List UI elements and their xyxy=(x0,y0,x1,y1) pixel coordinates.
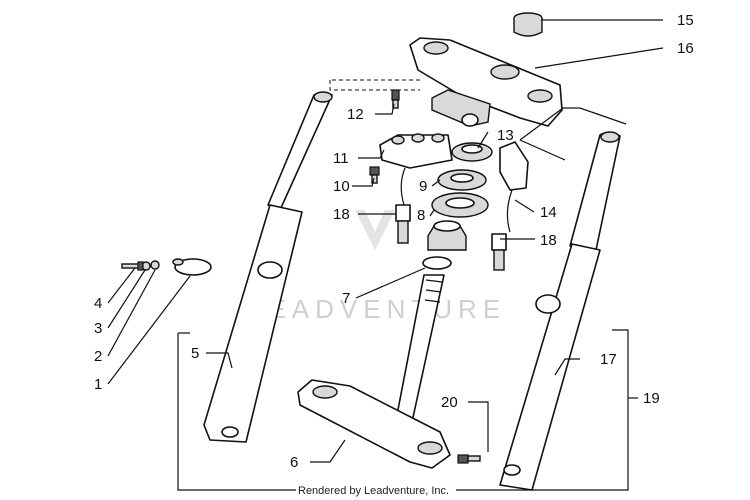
label-1: 1 xyxy=(94,376,102,393)
reference-lines xyxy=(329,79,420,91)
part-8-bearing-ring xyxy=(431,192,489,218)
label-8: 8 xyxy=(417,207,425,224)
label-17: 17 xyxy=(600,351,617,368)
label-19: 19 xyxy=(643,390,660,407)
label-4: 4 xyxy=(94,295,102,312)
part-18-connector-left xyxy=(395,204,411,244)
callout-labels: 15 16 12 13 11 10 9 18 8 14 18 7 4 3 2 1… xyxy=(94,12,694,471)
part-18-connector-right xyxy=(491,233,507,271)
label-12: 12 xyxy=(347,106,364,123)
label-18-left: 18 xyxy=(333,206,350,223)
label-16: 16 xyxy=(677,40,694,57)
part-20-bolt xyxy=(457,454,481,464)
part-11-switch-assembly xyxy=(379,133,453,206)
watermark-text: LEADVENTURE xyxy=(248,294,506,324)
label-18-right: 18 xyxy=(540,232,557,249)
part-13-nut xyxy=(451,142,493,162)
part-9-washer xyxy=(437,169,487,191)
label-3: 3 xyxy=(94,320,102,337)
label-11: 11 xyxy=(333,150,349,167)
part-4-screw xyxy=(121,261,144,271)
label-2: 2 xyxy=(94,348,102,365)
label-13: 13 xyxy=(497,127,514,144)
render-credit: Rendered by Leadventure, Inc. xyxy=(298,485,449,497)
part-14-switch-right xyxy=(499,141,529,233)
watermark: LEADVENTURE xyxy=(248,210,506,324)
part-6-lower-triple-clamp xyxy=(297,379,451,469)
part-2-washer xyxy=(150,260,160,270)
label-14: 14 xyxy=(540,204,557,221)
label-9: 9 xyxy=(419,178,427,195)
label-5: 5 xyxy=(191,345,199,362)
handlebar-clamp xyxy=(431,89,491,127)
part-15-cap xyxy=(513,12,543,37)
part-10-screw xyxy=(369,166,380,184)
part-16-upper-triple-clamp xyxy=(409,37,563,127)
label-15: 15 xyxy=(677,12,694,29)
part-12-bolt xyxy=(391,89,400,109)
label-7: 7 xyxy=(342,290,350,307)
label-6: 6 xyxy=(290,454,298,471)
part-1-clamp-ring xyxy=(172,258,212,276)
part-5-left-fork-leg xyxy=(203,91,333,443)
part-7-bearing xyxy=(422,220,467,270)
leader-lines xyxy=(107,19,664,491)
label-10: 10 xyxy=(333,178,350,195)
label-20: 20 xyxy=(441,394,458,411)
